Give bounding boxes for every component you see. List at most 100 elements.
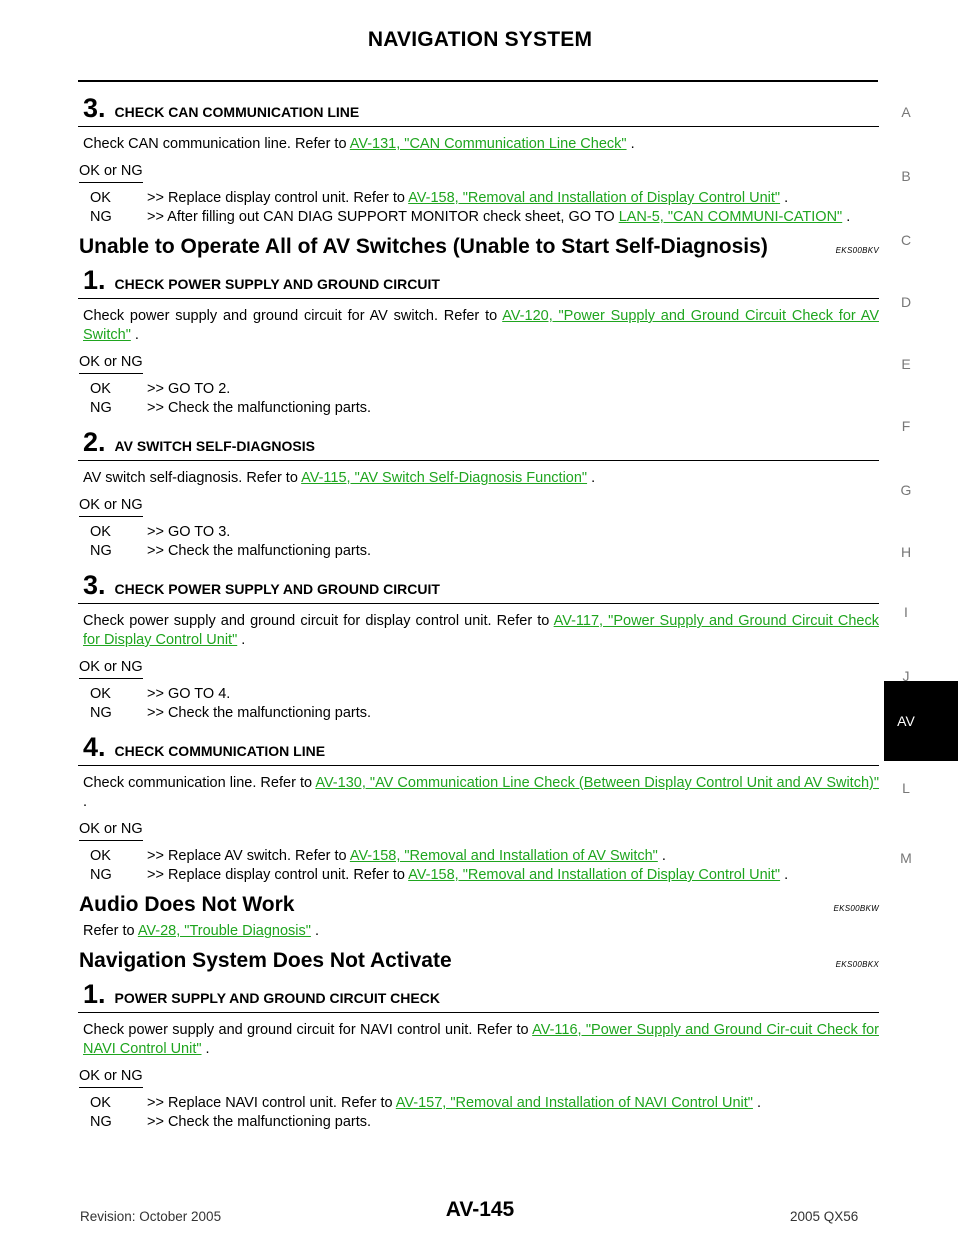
cross-reference-link[interactable]: AV-117, "Power Supply and Ground Circuit… xyxy=(83,613,879,648)
step-divider xyxy=(78,126,879,127)
cross-reference-link[interactable]: AV-157, "Removal and Installation of NAV… xyxy=(395,1095,753,1111)
page-title: NAVIGATION SYSTEM xyxy=(367,28,593,51)
instruction-text: Check power supply and ground circuit fo… xyxy=(83,308,503,324)
step-instruction: AV switch self-diagnosis. Refer to AV-11… xyxy=(83,469,879,488)
side-tab-g[interactable]: G xyxy=(900,482,912,498)
result-list: OK>> GO TO 3.NG>> Check the malfunctioni… xyxy=(90,523,879,561)
cross-reference-link[interactable]: LAN-5, "CAN COMMUNI-CATION" xyxy=(618,209,843,225)
result-code: NG xyxy=(90,1114,112,1130)
manual-content: 3.CHECK CAN COMMUNICATION LINE Check CAN … xyxy=(78,88,879,1142)
result-list: OK>> Replace AV switch. Refer to AV-158,… xyxy=(90,847,879,885)
result-list: OK>> Replace display control unit. Refer… xyxy=(90,189,879,227)
result-row: NG >> Check the malfunctioning parts. xyxy=(90,1113,879,1132)
result-text: >> GO TO 4. xyxy=(147,685,879,704)
result-action: >> GO TO 4. xyxy=(147,686,231,702)
section-title: Audio Does Not Work xyxy=(79,893,295,916)
result-suffix: . xyxy=(780,867,789,883)
result-row: NG>> Check the malfunctioning parts. xyxy=(90,399,879,418)
side-tab-e[interactable]: E xyxy=(901,356,911,372)
step-divider xyxy=(78,603,879,604)
step-divider xyxy=(78,1012,879,1013)
result-action: >> After filling out CAN DIAG SUPPORT MO… xyxy=(147,209,619,225)
result-suffix: . xyxy=(752,1095,761,1111)
result-action: >> GO TO 3. xyxy=(147,524,231,540)
cross-reference-link[interactable]: AV-130, "AV Communication Line Check (Be… xyxy=(315,775,880,791)
step-number: 2. xyxy=(83,427,106,457)
step-title: CHECK POWER SUPPLY AND GROUND CIRCUIT xyxy=(114,581,440,597)
instruction-suffix: . xyxy=(626,136,635,152)
side-tab-j[interactable]: J xyxy=(902,668,910,684)
result-row: NG>> Check the malfunctioning parts. xyxy=(90,704,879,723)
result-row: NG>> Check the malfunctioning parts. xyxy=(90,542,879,561)
side-tab-d[interactable]: D xyxy=(900,294,912,310)
cross-reference-link[interactable]: AV-28, "Trouble Diagnosis" xyxy=(137,923,311,939)
result-code: OK xyxy=(90,848,111,864)
ok-or-ng-label: OK or NG xyxy=(79,658,143,679)
result-suffix: . xyxy=(657,848,666,864)
side-tab-b[interactable]: B xyxy=(901,168,911,184)
cross-reference-link[interactable]: AV-116, "Power Supply and Ground Cir-cui… xyxy=(83,1022,879,1057)
result-row: OK>> GO TO 4. xyxy=(90,685,879,704)
instruction-text: Check power supply and ground circuit fo… xyxy=(83,1022,533,1038)
reference-text: Refer to xyxy=(83,923,138,939)
cross-reference-link[interactable]: AV-158, "Removal and Installation of AV … xyxy=(349,848,658,864)
result-row: OK>> Replace AV switch. Refer to AV-158,… xyxy=(90,847,879,866)
result-list: OK>> GO TO 2.NG>> Check the malfunctioni… xyxy=(90,380,879,418)
reference-suffix: . xyxy=(310,923,319,939)
side-tab-i[interactable]: I xyxy=(904,604,908,620)
instruction-suffix: . xyxy=(201,1041,210,1057)
step-instruction: Check communication line. Refer to AV-13… xyxy=(83,774,879,812)
result-action: >> GO TO 2. xyxy=(147,381,231,397)
instruction-text: Check CAN communication line. Refer to xyxy=(83,136,350,152)
step-number: 3. xyxy=(83,93,106,123)
step-number: 1. xyxy=(83,979,106,1009)
footer-revision: Revision: October 2005 xyxy=(80,1209,222,1224)
reference-paragraph: Refer to AV-28, "Trouble Diagnosis" . xyxy=(83,922,879,941)
result-code: NG xyxy=(90,400,112,416)
result-suffix: . xyxy=(780,190,789,206)
result-action: >> Replace NAVI control unit. Refer to xyxy=(147,1095,396,1111)
result-row: NG >> After filling out CAN DIAG SUPPORT … xyxy=(90,208,879,227)
side-tab-f[interactable]: F xyxy=(901,418,911,434)
instruction-suffix: . xyxy=(130,327,139,343)
result-row: OK>> GO TO 2. xyxy=(90,380,879,399)
step-header: 1.CHECK POWER SUPPLY AND GROUND CIRCUIT xyxy=(83,266,879,294)
result-action: >> Replace display control unit. Refer t… xyxy=(147,867,409,883)
step-header: 1.POWER SUPPLY AND GROUND CIRCUIT CHECK xyxy=(83,980,879,1008)
result-code: NG xyxy=(90,543,112,559)
ok-or-ng-label: OK or NG xyxy=(79,162,143,183)
cross-reference-link[interactable]: AV-158, "Removal and Installation of Dis… xyxy=(408,867,781,883)
footer-page-number: AV-145 xyxy=(445,1198,515,1221)
side-tab-c[interactable]: C xyxy=(900,232,912,248)
cross-reference-link[interactable]: AV-158, "Removal and Installation of Dis… xyxy=(408,190,781,206)
cross-reference-link[interactable]: AV-120, "Power Supply and Ground Circuit… xyxy=(83,308,879,343)
result-action: >> Check the malfunctioning parts. xyxy=(147,1114,372,1130)
step-divider xyxy=(78,298,879,299)
section-heading: Unable to Operate All of AV Switches (Un… xyxy=(79,236,879,260)
result-text: >> GO TO 3. xyxy=(147,523,879,542)
side-tab-active[interactable]: AV xyxy=(884,681,958,761)
step-instruction: Check power supply and ground circuit fo… xyxy=(83,612,879,650)
step-title: CHECK POWER SUPPLY AND GROUND CIRCUIT xyxy=(114,276,440,292)
result-list: OK>> GO TO 4.NG>> Check the malfunctioni… xyxy=(90,685,879,723)
ok-or-ng-label: OK or NG xyxy=(79,496,143,517)
ok-or-ng-label: OK or NG xyxy=(79,353,143,374)
step-header: 3.CHECK CAN COMMUNICATION LINE xyxy=(83,94,879,122)
result-code: OK xyxy=(90,1095,111,1111)
side-tab-m[interactable]: M xyxy=(900,850,912,866)
result-code: NG xyxy=(90,209,112,225)
section-title: Unable to Operate All of AV Switches (Un… xyxy=(79,235,768,258)
step-number: 4. xyxy=(83,732,106,762)
side-tab-l[interactable]: L xyxy=(902,780,910,796)
step-number: 3. xyxy=(83,570,106,600)
step-divider xyxy=(78,460,879,461)
side-tab-h[interactable]: H xyxy=(900,544,912,560)
section-code: EKS00BKV xyxy=(835,246,879,255)
cross-reference-link[interactable]: AV-131, "CAN Communication Line Check" xyxy=(349,136,627,152)
cross-reference-link[interactable]: AV-115, "AV Switch Self-Diagnosis Functi… xyxy=(301,470,588,486)
side-tab-a[interactable]: A xyxy=(901,104,911,120)
result-text: >> GO TO 2. xyxy=(147,380,879,399)
result-action: >> Check the malfunctioning parts. xyxy=(147,705,372,721)
section-code: EKS00BKX xyxy=(835,960,879,969)
